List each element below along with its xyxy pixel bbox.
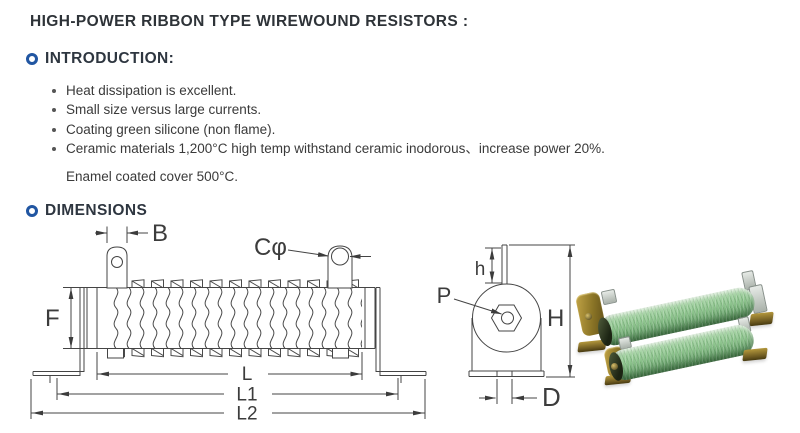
dimensions-heading-label: DIMENSIONS <box>45 202 148 219</box>
bullet-dot-icon <box>52 146 56 151</box>
terminal-lug-right-hole <box>331 247 349 266</box>
resistor-body-outline <box>63 287 376 349</box>
introduction-heading-label: INTRODUCTION: <box>45 50 175 67</box>
label-h-lug: h <box>475 259 486 280</box>
end-view-lug <box>501 244 508 284</box>
lug-tail-right <box>332 348 349 359</box>
label-d: D <box>542 382 561 412</box>
lug-tail-left <box>107 348 124 359</box>
terminal-lug-left-hole <box>111 256 123 268</box>
dim-h-overall <box>509 244 575 378</box>
dim-l1 <box>56 378 399 400</box>
bullet-dot-icon <box>52 127 56 132</box>
dimension-diagram: B Cφ F L L1 L2 h P H D <box>30 222 575 425</box>
dim-p-leader <box>453 298 502 315</box>
end-view-bracket <box>468 318 545 377</box>
dim-b <box>95 226 148 243</box>
bullet-item: Small size versus large currents. <box>48 100 605 119</box>
bullet-text: Heat dissipation is excellent. <box>66 83 237 98</box>
resistor-top-left-tab <box>600 288 618 306</box>
ribbon-tabs-bottom <box>109 348 362 358</box>
bullet-text: Small size versus large currents. <box>66 102 262 118</box>
bullet-dot-icon <box>52 108 56 113</box>
dim-h-lug <box>485 247 502 284</box>
label-l1: L1 <box>236 385 257 406</box>
end-view-center-hole <box>501 311 514 325</box>
bullet-text: Coating green silicone (non flame). <box>66 121 276 137</box>
resistor-top-right-foot <box>749 311 774 327</box>
page-title: HIGH-POWER RIBBON TYPE WIREWOUND RESISTO… <box>30 13 469 30</box>
mounting-bracket-right <box>375 287 427 383</box>
ribbon-tabs-top <box>109 279 362 288</box>
product-photo <box>574 255 800 433</box>
label-h-overall: H <box>547 305 564 332</box>
side-view-drawing <box>30 226 427 419</box>
label-c-phi: Cφ <box>254 234 287 261</box>
mounting-bracket-left <box>32 287 85 383</box>
bullet-item: Ceramic materials 1,200°C high temp with… <box>48 139 605 158</box>
bullet-item: Coating green silicone (non flame). <box>48 120 605 139</box>
dim-d <box>479 379 537 404</box>
label-b: B <box>152 222 168 247</box>
bullet-dot-icon <box>52 89 56 93</box>
resistor-bottom-right-foot <box>742 347 768 362</box>
label-l: L <box>242 364 253 385</box>
label-l2: L2 <box>236 404 257 425</box>
resistor-bottom-bolt <box>611 363 618 370</box>
introduction-note: Enamel coated cover 500°C. <box>66 169 238 184</box>
bullet-text: Ceramic materials 1,200°C high temp with… <box>66 140 605 156</box>
section-dimensions-heading: DIMENSIONS <box>26 202 147 220</box>
end-view-drawing <box>453 244 575 404</box>
dim-l2 <box>30 379 426 419</box>
label-p: P <box>437 283 452 308</box>
section-introduction-heading: INTRODUCTION: <box>26 50 174 68</box>
bullet-item: Heat dissipation is excellent. <box>48 81 605 100</box>
ribbon-winding-area <box>109 287 362 349</box>
label-f: F <box>45 305 60 332</box>
dim-c-phi <box>287 249 371 259</box>
section-marker-icon <box>26 205 38 217</box>
introduction-bullet-list: Heat dissipation is excellent. Small siz… <box>48 81 605 158</box>
section-marker-icon <box>26 53 38 65</box>
dim-l <box>96 352 363 380</box>
resistor-top-bolt <box>585 313 592 320</box>
